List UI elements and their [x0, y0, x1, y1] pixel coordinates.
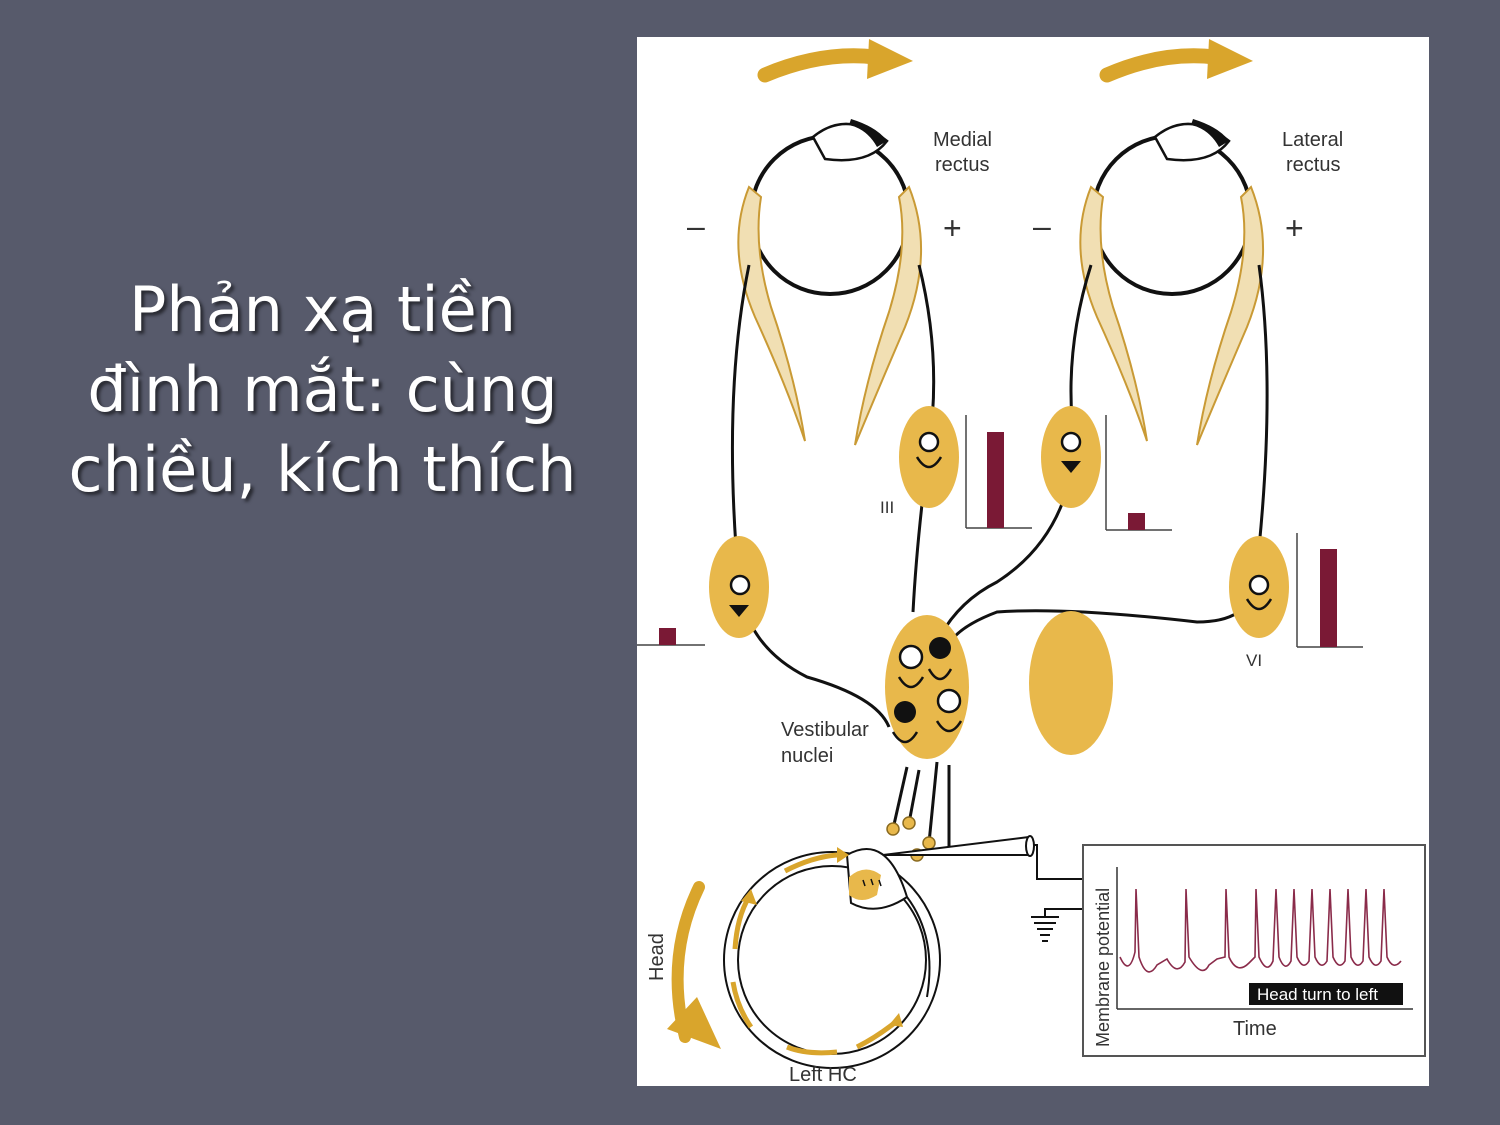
nuclei-label: nuclei	[781, 745, 833, 767]
time-label: Time	[1233, 1018, 1277, 1040]
rotation-arrow-left	[757, 48, 883, 83]
head-turn-label: Head turn to left	[1257, 985, 1378, 1004]
minus-sign-left: –	[687, 208, 705, 244]
right-abducens-nucleus	[1229, 536, 1289, 638]
rotation-arrow-left-head	[867, 39, 913, 79]
left-abducens-nucleus	[709, 536, 769, 638]
vestibular-nuclei-left	[885, 615, 969, 759]
head-turn-arrowhead	[667, 997, 721, 1049]
right-eye	[1079, 119, 1265, 446]
title-line-1: Phản xạ tiền	[128, 273, 517, 346]
nerve-vi-label: VI	[1246, 651, 1262, 670]
plus-sign-right: +	[1285, 210, 1304, 246]
nerve-iii-label: III	[880, 498, 894, 517]
head-label: Head	[646, 933, 668, 981]
recording-electrode	[882, 835, 1083, 917]
firing-rate-bar-right-oculomotor	[1105, 415, 1172, 531]
recording-panel: Head turn to left Time Membrane potentia…	[1082, 844, 1426, 1057]
slide-title: Phản xạ tiền đình mắt: cùng chiều, kích …	[40, 270, 605, 510]
vestibular-label: Vestibular	[781, 719, 869, 741]
oculomotor-nucleus	[899, 406, 959, 508]
ground-icon	[1031, 916, 1059, 942]
vestibular-nuclei-right	[1029, 611, 1113, 755]
firing-rate-bar-left-abducens	[637, 628, 705, 646]
left-eye-medial-muscle	[737, 185, 806, 442]
rotation-arrow-right	[1099, 48, 1223, 83]
right-oculomotor-nucleus	[1041, 406, 1101, 508]
medial-label: Medial	[933, 129, 992, 151]
firing-rate-bar-oculomotor	[965, 415, 1032, 529]
left-eye-lateral-muscle	[854, 185, 923, 446]
plus-sign-left: +	[943, 210, 962, 246]
medial-rectus-label: rectus	[935, 154, 989, 176]
lateral-rectus-label: rectus	[1286, 154, 1340, 176]
minus-sign-right: –	[1033, 208, 1051, 244]
title-line-3: chiều, kích thích	[68, 433, 577, 506]
rotation-arrow-right-head	[1207, 39, 1253, 79]
lateral-label: Lateral	[1282, 129, 1343, 151]
title-line-2: đình mắt: cùng	[87, 353, 558, 426]
firing-rate-bar-right-abducens	[1296, 533, 1363, 648]
endolymph-arrowheads	[741, 847, 903, 1027]
vor-diagram: Medial rectus Lateral rectus – + – +	[637, 37, 1429, 1086]
left-eye	[737, 119, 923, 446]
right-eye-medial-muscle	[1079, 185, 1148, 442]
left-hc-label: Left HC	[789, 1064, 857, 1086]
head-turn-bar	[1249, 983, 1403, 1005]
spike-trace	[1119, 888, 1402, 973]
left-horizontal-canal	[723, 848, 941, 1069]
membrane-potential-label: Membrane potential	[1093, 888, 1113, 1047]
